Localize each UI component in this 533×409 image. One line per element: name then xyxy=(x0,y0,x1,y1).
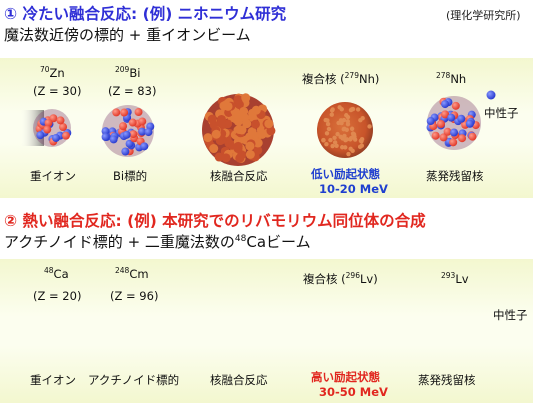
s2-target-label: アクチノイド標的 xyxy=(88,373,180,387)
s2-neutron-label: 中性子 xyxy=(493,308,528,322)
s1-excitation-state: 低い励起状態 xyxy=(311,167,380,181)
section2-subtitle: アクチノイド標的 + 二重魔法数の48Caビーム xyxy=(4,233,311,251)
section2-title: ② 熱い融合反応: (例) 本研究でのリバモリウム同位体の合成 xyxy=(4,212,426,230)
source-note: (理化学研究所) xyxy=(446,9,521,22)
s1-fusion-label: 核融合反応 xyxy=(210,169,268,183)
s2-excitation-state: 高い励起状態 xyxy=(311,370,380,384)
s2-projectile-z: (Z = 20) xyxy=(33,289,82,303)
s1-projectile-z: (Z = 30) xyxy=(33,84,82,98)
s1-neutron-label: 中性子 xyxy=(484,106,519,120)
s2-target-z: (Z = 96) xyxy=(110,289,159,303)
s1-projectile-label: 重イオン xyxy=(30,169,76,183)
s1-projectile-symbol: 70Zn xyxy=(40,65,65,80)
s1-target-symbol: 209Bi xyxy=(115,65,141,80)
section2-panel xyxy=(0,259,533,403)
s2-residue-symbol: 293Lv xyxy=(441,271,469,286)
section1-title: ① 冷たい融合反応: (例) ニホニウム研究 xyxy=(4,5,287,23)
s1-compound-label: 複合核 (279Nh) xyxy=(302,71,380,86)
section1-subtitle: 魔法数近傍の標的 + 重イオンビーム xyxy=(4,26,251,44)
s1-residue-label: 蒸発残留核 xyxy=(426,169,484,183)
s1-target-label: Bi標的 xyxy=(113,169,148,183)
s2-projectile-symbol: 48Ca xyxy=(44,266,69,281)
s1-residue-symbol: 278Nh xyxy=(436,71,467,86)
s1-excitation-energy: 10-20 MeV xyxy=(319,182,388,196)
s2-residue-label: 蒸発残留核 xyxy=(418,373,476,387)
s1-target-z: (Z = 83) xyxy=(108,84,157,98)
s2-compound-label: 複合核 (296Lv) xyxy=(303,271,378,286)
s1-emitted-neutron xyxy=(486,90,496,100)
s2-excitation-energy: 30-50 MeV xyxy=(319,385,388,399)
s2-projectile-label: 重イオン xyxy=(30,373,76,387)
s2-fusion-label: 核融合反応 xyxy=(210,373,268,387)
s2-target-symbol: 248Cm xyxy=(115,266,149,281)
